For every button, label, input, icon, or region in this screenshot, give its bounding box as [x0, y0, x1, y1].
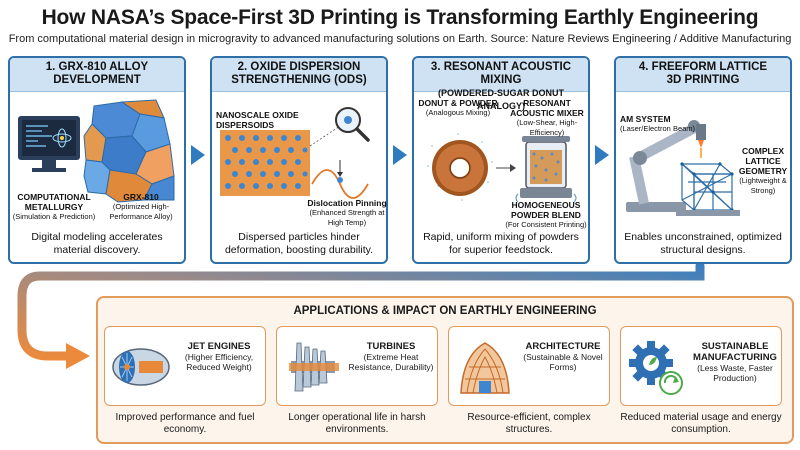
step-3-heading-line2: (POWDERED-SUGAR DONUT ANALOGY): [438, 88, 564, 111]
step-3-caption: Rapid, uniform mixing of powders for sup…: [423, 231, 579, 256]
computer-alloy-illustration: [18, 99, 175, 203]
step-2-oxide-dispersion: 2. OXIDE DISPERSION STRENGTHENING (ODS) …: [210, 56, 388, 264]
step-4-heading-line2: 3D PRINTING: [666, 74, 740, 86]
app-sustainable-manufacturing-label: SUSTAINABLE MANUFACTURING (Less Waste, F…: [693, 341, 777, 383]
step-1-heading-line1: 1. GRX-810 ALLOY: [45, 61, 149, 73]
step-1-heading-line2: DEVELOPMENT: [53, 74, 141, 86]
flow-arrow-1-2: [191, 145, 205, 165]
page-title: How NASA’s Space-First 3D Printing is Tr…: [41, 6, 759, 29]
step-1-heading: 1. GRX-810 ALLOY DEVELOPMENT: [10, 58, 184, 92]
app-turbines-label: TURBINES (Extreme Heat Resistance, Durab…: [348, 341, 434, 372]
step-2-heading-line2: STRENGTHENING (ODS): [231, 74, 367, 86]
app-architecture-caption: Resource-efficient, complex structures.: [467, 412, 591, 435]
label-nanoscale-oxide: NANOSCALE OXIDE DISPERSOIDS: [216, 110, 299, 130]
step-2-heading-line1: 2. OXIDE DISPERSION: [237, 61, 361, 73]
turbine-icon: [289, 342, 339, 392]
impact-section: APPLICATIONS & IMPACT ON EARTHLY ENGINEE…: [96, 296, 794, 444]
step-4-caption: Enables unconstrained, optimized structu…: [624, 231, 782, 256]
app-architecture: ARCHITECTURE (Sustainable & Novel Forms): [448, 326, 610, 406]
step-4-lattice-printing: 4. FREEFORM LATTICE 3D PRINTING AM SYSTE…: [614, 56, 792, 264]
step-2-caption: Dispersed particles hinder deformation, …: [224, 231, 374, 256]
ods-particles-illustration: [220, 107, 370, 199]
step-2-heading: 2. OXIDE DISPERSION STRENGTHENING (ODS): [212, 58, 386, 92]
label-grx-810: GRX-810 (Optimized High-Performance Allo…: [109, 192, 173, 221]
label-resonant-mixer: RESONANT ACOUSTIC MIXER (Low-Shear, High…: [510, 98, 584, 137]
label-computational-metallurgy: COMPUTATIONAL METALLURGY (Simulation & P…: [12, 192, 96, 221]
flow-arrow-3-4: [595, 145, 609, 165]
jet-engine-icon: [112, 348, 170, 386]
page-subtitle: From computational material design in mi…: [8, 33, 792, 45]
step-3-heading: 3. RESONANT ACOUSTIC MIXING (POWDERED-SU…: [414, 58, 588, 111]
step-4-heading: 4. FREEFORM LATTICE 3D PRINTING: [616, 58, 790, 92]
app-jet-engines-caption: Improved performance and fuel economy.: [115, 412, 255, 435]
step-1-alloy-development: 1. GRX-810 ALLOY DEVELOPMENT COMPUTATION…: [8, 56, 186, 264]
label-am-system: AM SYSTEM (Laser/Electron Beam): [620, 114, 696, 133]
app-sustainable-manufacturing: SUSTAINABLE MANUFACTURING (Less Waste, F…: [620, 326, 782, 406]
step-4-heading-line1: 4. FREEFORM LATTICE: [638, 61, 768, 73]
app-turbines: TURBINES (Extreme Heat Resistance, Durab…: [276, 326, 438, 406]
step-1-caption: Digital modeling accelerates material di…: [31, 231, 163, 256]
impact-title: APPLICATIONS & IMPACT ON EARTHLY ENGINEE…: [293, 305, 597, 317]
label-complex-lattice: COMPLEX LATTICE GEOMETRY (Lightweight & …: [738, 146, 788, 195]
app-sustainable-manufacturing-caption: Reduced material usage and energy consum…: [620, 412, 782, 435]
flow-arrow-2-3: [393, 145, 407, 165]
app-turbines-caption: Longer operational life in harsh environ…: [288, 412, 426, 435]
label-donut-powder: DONUT & POWDER (Analogous Mixing): [418, 98, 498, 117]
label-dislocation-pinning: Dislocation Pinning (Enhanced Strength a…: [307, 198, 387, 227]
gear-recycle-icon: [629, 341, 683, 395]
donut-mixer-illustration: [427, 133, 577, 203]
label-homogeneous-blend: HOMOGENEOUS POWDER BLEND (For Consistent…: [505, 200, 587, 229]
app-jet-engines-label: JET ENGINES (Higher Efficiency, Reduced …: [184, 341, 254, 372]
step-3-heading-line1: 3. RESONANT ACOUSTIC MIXING: [430, 61, 572, 86]
printer-lattice-illustration: [626, 120, 740, 216]
building-icon: [460, 342, 510, 394]
app-architecture-label: ARCHITECTURE (Sustainable & Novel Forms): [523, 341, 603, 372]
app-jet-engines: JET ENGINES (Higher Efficiency, Reduced …: [104, 326, 266, 406]
step-3-acoustic-mixing: 3. RESONANT ACOUSTIC MIXING (POWDERED-SU…: [412, 56, 590, 264]
